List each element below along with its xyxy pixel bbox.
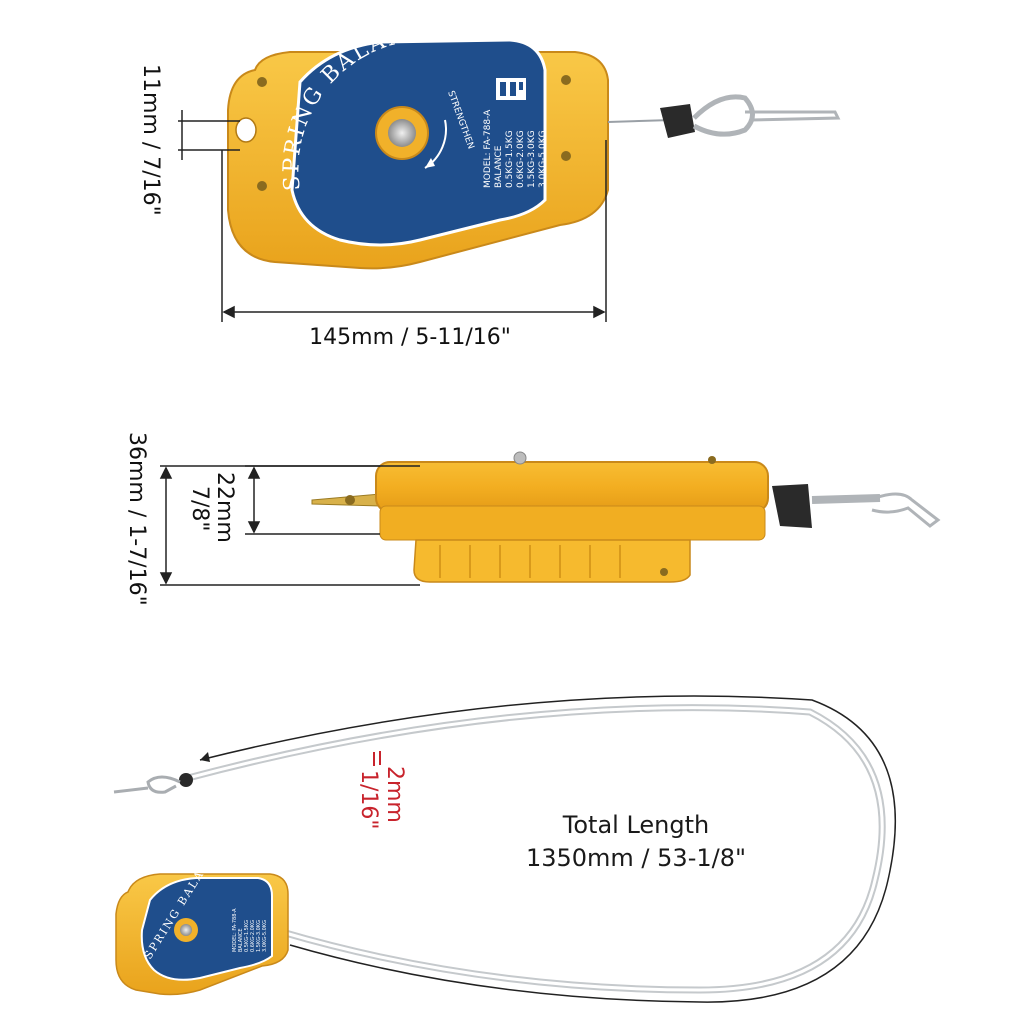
total-length-title: Total Length <box>562 811 709 839</box>
hole-dimension <box>178 110 240 160</box>
model-text: MODEL: FA-788-A <box>483 109 493 188</box>
cable-stopper-small <box>179 773 193 787</box>
balancer-body-side <box>375 461 769 513</box>
top-view: SPRING BALANCER STRENGTHEN MODEL: FA-788… <box>0 0 841 350</box>
screw-icon <box>257 75 571 191</box>
plate-height-mm-label: 22mm <box>212 472 237 543</box>
hole-label: 11mm / 7/16" <box>138 64 163 216</box>
balance-label-small: BALANCE <box>238 928 244 952</box>
width-dimension <box>221 140 607 322</box>
cable-stopper-side <box>772 484 812 528</box>
cable-diameter-in-label: 1/16" <box>356 770 381 830</box>
range-2: 0.6KG-2.0KG <box>516 130 526 188</box>
length-dimension-line <box>199 695 896 1003</box>
snap-hook-icon <box>692 94 755 137</box>
balance-label: BALANCE <box>494 145 504 188</box>
model-text-small: MODEL: FA-788-A <box>232 908 238 952</box>
range-3: 1.5KG-3.0KG <box>527 130 537 188</box>
hanging-hole <box>235 117 257 143</box>
side-view: 36mm / 1-7/16" 22mm 7/8" <box>124 432 941 606</box>
plate-height-in-label: 7/8" <box>187 486 212 532</box>
range-4: 3.0KG-5.0KG <box>538 130 548 188</box>
range-3-small: 1.5KG-3.0KG <box>256 920 262 952</box>
range-1: 0.5KG-1.5KG <box>505 130 515 188</box>
drum-housing <box>413 539 691 583</box>
cable-stopper <box>660 104 695 138</box>
range-1-small: 0.5KG-1.5KG <box>244 920 250 952</box>
height-dimension <box>159 465 420 586</box>
cable-view: 2mm 1/16" Total Length 1350mm / 53-1/8" … <box>113 695 896 1003</box>
spring-coil <box>811 494 881 504</box>
width-label: 145mm / 5-11/16" <box>309 325 511 350</box>
range-4-small: 3.0KG-5.0KG <box>262 920 268 952</box>
cable-diameter-mm-label: 2mm <box>382 766 407 823</box>
range-2-small: 0.6KG-2.0KG <box>250 920 256 952</box>
total-length-value: 1350mm / 53-1/8" <box>526 844 746 872</box>
snap-hook-side-icon <box>869 492 941 528</box>
snap-hook-small-icon <box>113 775 181 794</box>
total-height-label: 36mm / 1-7/16" <box>124 432 149 606</box>
brand-logo-icon <box>496 78 526 100</box>
